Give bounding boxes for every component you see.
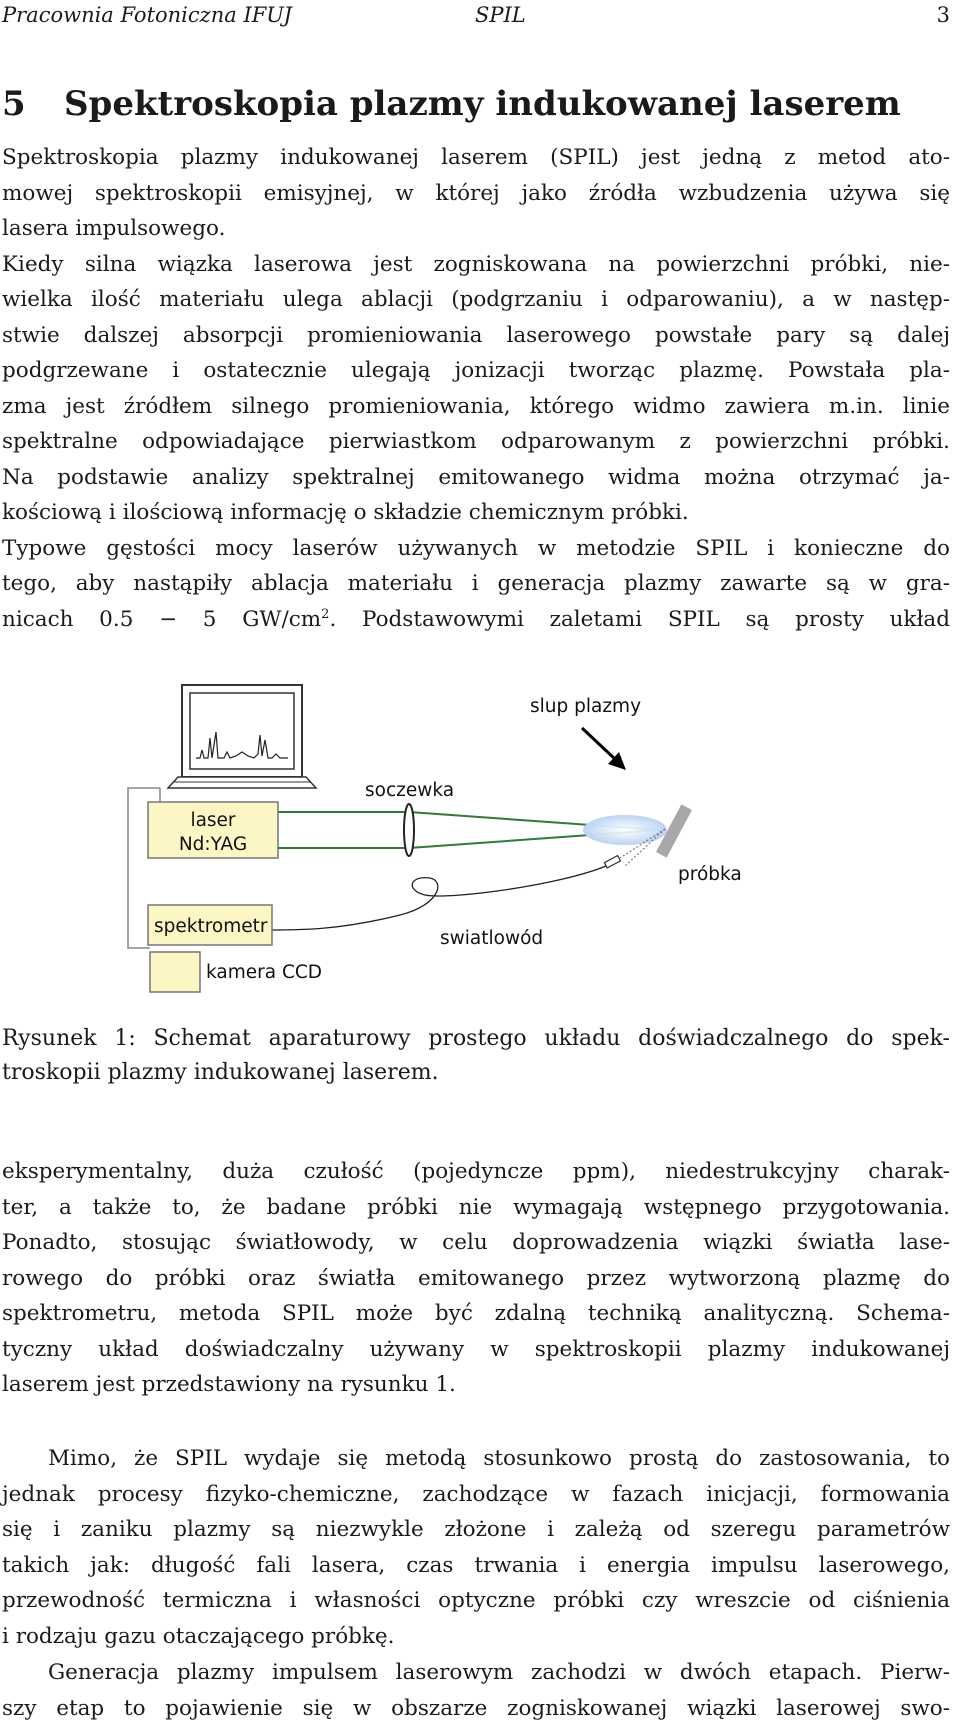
text-line: Mimo, że SPIL wydaje się metodą stosunko… xyxy=(48,1446,950,1471)
connection-cable xyxy=(127,787,160,949)
caption-line: Rysunek 1: Schemat aparaturowy prostego … xyxy=(2,1026,950,1051)
text-line: Ponadto, stosując światłowody, w celu do… xyxy=(2,1230,950,1255)
page-number: 3 xyxy=(936,3,950,27)
fiber-label: swiatlowód xyxy=(440,928,543,949)
computer-monitor-icon xyxy=(166,684,318,789)
text-line: ter, a także to, że badane próbki nie wy… xyxy=(2,1194,950,1220)
text-line: laserem jest przedstawiony na rysunku 1. xyxy=(2,1372,456,1397)
text-line: Spektroskopia plazmy indukowanej laserem… xyxy=(2,145,950,170)
lens-label: soczewka xyxy=(365,780,454,801)
text-line: wielka ilość materiału ulega ablacji (po… xyxy=(2,287,950,312)
figure-apparatus-diagram: laser Nd:YAG soczewka slup plazmy próbka xyxy=(120,680,860,1000)
text-fragment: . Podstawowymi zaletami SPIL są prosty u… xyxy=(329,606,951,632)
spectrometer-box xyxy=(147,904,273,946)
text-fragment: nicach 0.5 − 5 GW/cm xyxy=(2,606,322,632)
text-line: tyczny układ doświadczalny używany w spe… xyxy=(2,1336,950,1362)
text-line: zma jest źródłem silnego promieniowania,… xyxy=(2,393,950,419)
camera-box xyxy=(149,951,201,993)
text-line: tego, aby nastąpiły ablacja materiału i … xyxy=(2,571,950,596)
figure-caption: Rysunek 1: Schemat aparaturowy prostego … xyxy=(2,1022,950,1090)
spectrometer-label: spektrometr xyxy=(154,916,268,937)
text-line: Na podstawie analizy spektralnej emitowa… xyxy=(2,464,950,490)
laser-box xyxy=(147,801,279,859)
text-line: rowego do próbki oraz światła emitowaneg… xyxy=(2,1265,950,1291)
text-line: kościową i ilościową informację o składz… xyxy=(2,500,689,525)
text-line: stwie dalszej absorpcji promieniowania l… xyxy=(2,322,950,348)
optical-fiber xyxy=(271,865,607,931)
text-line: przewodność termiczna i własności optycz… xyxy=(2,1588,950,1613)
text-line: jednak procesy fizyko-chemiczne, zachodz… xyxy=(2,1481,950,1507)
text-line: takich jak: długość fali lasera, czas tr… xyxy=(2,1552,950,1578)
sample-label: próbka xyxy=(678,864,742,885)
text-line: Kiedy silna wiązka laserowa jest zognisk… xyxy=(2,251,950,277)
lens-icon xyxy=(403,803,415,857)
paragraph-intro: Spektroskopia plazmy indukowanej laserem… xyxy=(2,140,950,247)
superscript: 2 xyxy=(321,606,330,622)
fiber-tip xyxy=(603,854,622,869)
collection-cone xyxy=(619,828,666,867)
text-line: mowej spektroskopii emisyjnej, w której … xyxy=(2,180,950,206)
text-line: spektrometru, metoda SPIL może być zdaln… xyxy=(2,1301,950,1326)
text-line: nicach 0.5 − 5 GW/cm2. Podstawowymi zale… xyxy=(2,602,950,638)
text-line: Generacja plazmy impulsem laserowym zach… xyxy=(48,1660,950,1685)
camera-label: kamera CCD xyxy=(206,962,322,983)
text-line: się i zaniku plazmy są niezwykle złożone… xyxy=(2,1517,950,1542)
text-line: lasera impulsowego. xyxy=(2,216,226,241)
text-line: spektralne odpowiadające pierwiastkom od… xyxy=(2,429,950,454)
plasma-plume xyxy=(583,815,667,845)
laser-model-label: Nd:YAG xyxy=(179,834,247,855)
section-number: 5 xyxy=(2,84,26,124)
paragraph-body1: Kiedy silna wiązka laserowa jest zognisk… xyxy=(2,247,950,638)
plasma-label: slup plazmy xyxy=(530,696,641,717)
header-left: Pracownia Fotoniczna IFUJ xyxy=(2,3,292,27)
text-line: i rodzaju gazu otaczającego próbkę. xyxy=(2,1623,395,1649)
section-title: 5 Spektroskopia plazmy indukowanej lasere… xyxy=(2,82,901,126)
laser-label: laser xyxy=(190,810,235,831)
sample-plate xyxy=(656,804,692,858)
text-line: podgrzewane i ostatecznie ulegają joniza… xyxy=(2,358,950,383)
paragraph-body3: Mimo, że SPIL wydaje się metodą stosunko… xyxy=(2,1441,950,1654)
text-line: szy etap to pojawienie się w obszarze zo… xyxy=(2,1695,950,1721)
paragraph-body2: eksperymentalny, duża czułość (pojedyncz… xyxy=(2,1154,950,1403)
header-center: SPIL xyxy=(475,3,526,27)
arrow-icon xyxy=(580,726,626,770)
text-line: Typowe gęstości mocy laserów używanych w… xyxy=(2,535,950,561)
text-line: eksperymentalny, duża czułość (pojedyncz… xyxy=(2,1159,950,1184)
running-header: Pracownia Fotoniczna IFUJ SPIL 3 xyxy=(2,0,950,30)
apparatus-diagram: laser Nd:YAG soczewka slup plazmy próbka xyxy=(127,684,742,993)
section-title-text: Spektroskopia plazmy indukowanej laserem xyxy=(64,84,901,124)
caption-line: troskopii plazmy indukowanej laserem. xyxy=(2,1060,439,1085)
paragraph-body4: Generacja plazmy impulsem laserowym zach… xyxy=(2,1655,950,1726)
